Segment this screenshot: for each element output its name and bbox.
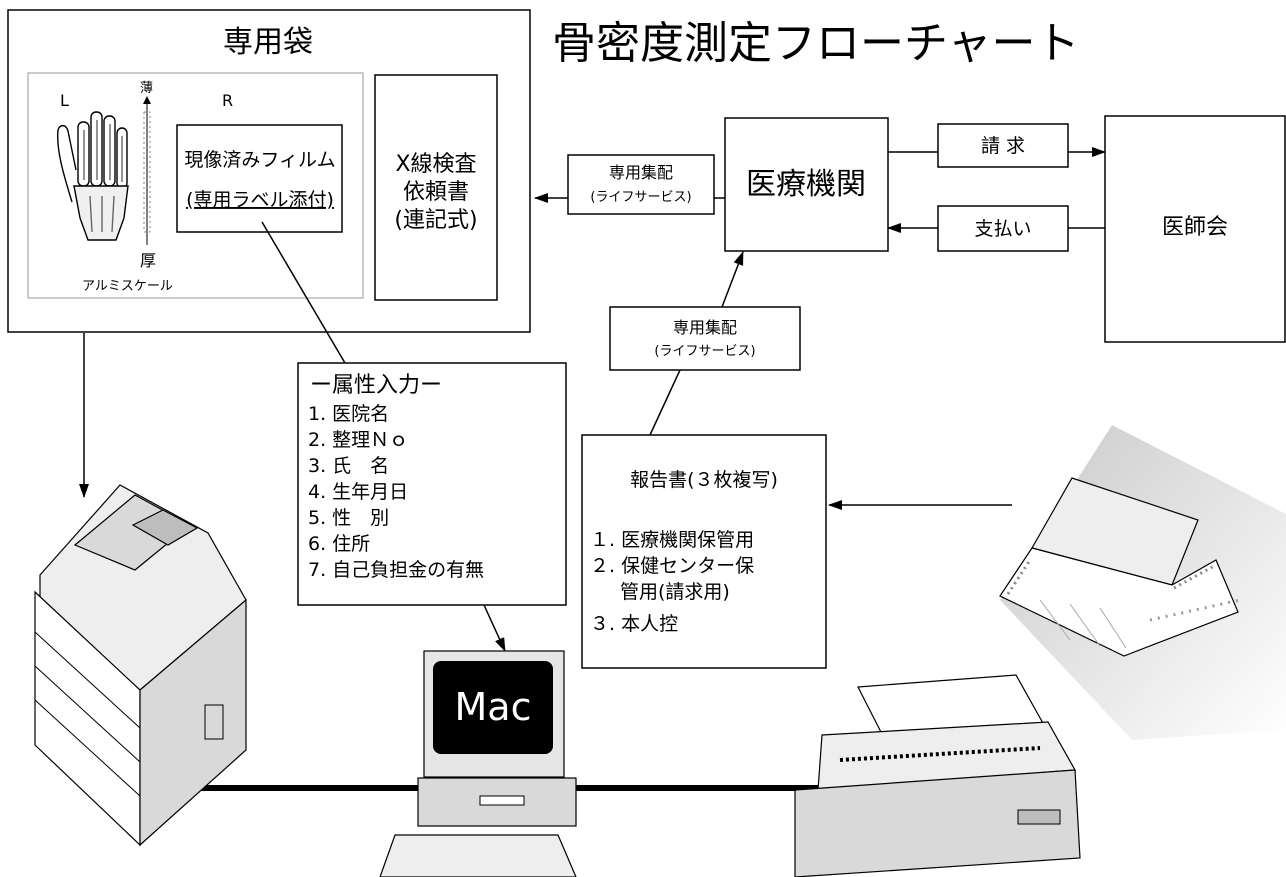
bag-title: 専用袋 xyxy=(223,25,313,60)
medical-association-box xyxy=(1104,115,1286,343)
attribute-item: 7. 自己負担金の有無 xyxy=(308,559,484,581)
xray-right-label: R xyxy=(222,91,233,110)
continuous-paper-icon xyxy=(999,425,1286,740)
billing-label: 請 求 xyxy=(981,135,1025,157)
request-line1: X線検査 xyxy=(395,152,476,177)
report-box xyxy=(581,434,827,669)
dedicated-bag: 専用袋 L R 薄 厚 アルミスケール xyxy=(7,9,531,333)
attribute-item: 4. 生年月日 xyxy=(308,481,408,503)
mac-label: Mac xyxy=(455,685,532,729)
delivery-top-line2: (ライフサービス) xyxy=(590,190,691,205)
payment-label: 支払い xyxy=(974,218,1031,240)
thin-label: 薄 xyxy=(140,81,153,96)
attribute-item: 5. 性 別 xyxy=(308,507,389,529)
laser-printer-icon xyxy=(34,484,247,847)
film-label: 現像済みフィルム xyxy=(184,149,335,171)
xray-request-box xyxy=(374,74,498,301)
report-item: 管用(請求用) xyxy=(620,581,730,603)
scale-label: アルミスケール xyxy=(82,279,173,294)
dot-matrix-printer-icon xyxy=(794,674,1081,877)
attribute-item: 3. 氏 名 xyxy=(308,455,389,477)
attribute-to-mac-arrow xyxy=(483,604,506,652)
report-item: ３. 本人控 xyxy=(590,613,678,635)
thick-label: 厚 xyxy=(140,251,156,270)
developed-film-box xyxy=(176,124,343,233)
hand-xray-icon xyxy=(56,111,129,241)
report-item: ２. 保健センター保 xyxy=(590,555,754,577)
billing-box xyxy=(937,123,1069,168)
medical-association-label: 医師会 xyxy=(1162,215,1228,240)
hospital-label: 医療機関 xyxy=(746,167,866,202)
mac-computer-icon: Mac xyxy=(379,650,577,877)
request-line3: (連記式) xyxy=(394,208,477,233)
film-label-sub: (専用ラベル添付) xyxy=(186,189,334,211)
request-line2: 依頼書 xyxy=(403,180,469,205)
attribute-input-box xyxy=(297,362,567,606)
delivery-mid-line2: (ライフサービス) xyxy=(654,344,755,359)
delivery-mid-arrow xyxy=(721,251,744,308)
aluminum-scale-icon xyxy=(143,96,151,245)
page-title: 骨密度測定フローチャート xyxy=(552,18,1080,69)
attribute-item: 1. 医院名 xyxy=(308,403,389,425)
delivery-top-line1: 専用集配 xyxy=(609,163,673,182)
label-connector-line xyxy=(261,221,346,364)
attribute-item: 6. 住所 xyxy=(308,533,370,555)
report-title: 報告書(３枚複写) xyxy=(630,469,778,491)
attribute-title: ー属性入力ー xyxy=(310,373,442,398)
hospital-box xyxy=(724,117,889,252)
delivery-mid-box xyxy=(609,306,801,371)
delivery-mid-line1: 専用集配 xyxy=(673,318,737,337)
xray-left-label: L xyxy=(60,91,69,110)
delivery-top-box xyxy=(567,154,715,215)
attribute-item: 2. 整理Ｎｏ xyxy=(308,429,408,451)
report-item: １. 医療機関保管用 xyxy=(590,529,754,551)
